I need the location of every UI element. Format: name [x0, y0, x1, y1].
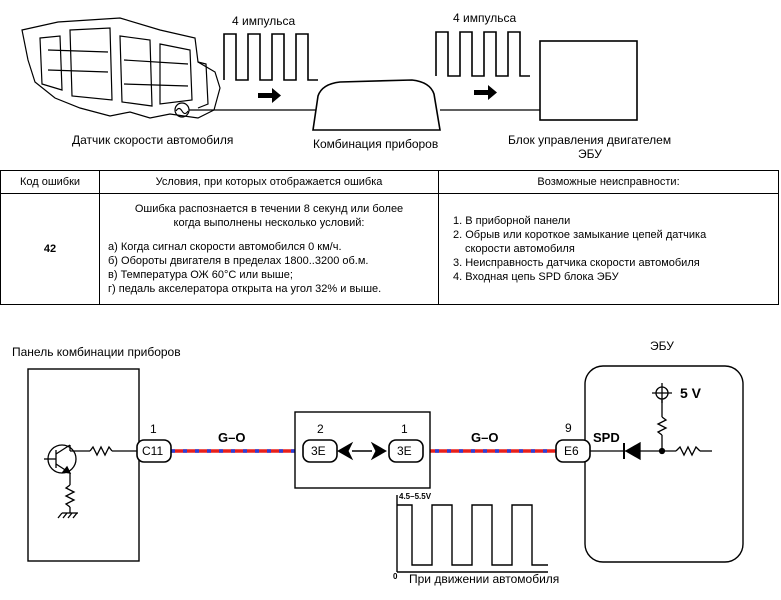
- causes-cell: 1. В приборной панели 2. Обрыв или корот…: [438, 193, 779, 305]
- pulse-train-right: [435, 31, 530, 77]
- pulses-left-label: 4 импульса: [232, 14, 296, 28]
- pin-number: 1: [150, 422, 157, 436]
- circuit-ecu-box: [584, 365, 744, 563]
- wire-color-label: G–O: [218, 430, 246, 445]
- cause-item: 1. В приборной панели: [453, 215, 571, 227]
- connector-c11-label: C11: [142, 444, 164, 458]
- cause-item: 2. Обрыв или короткое замыкание цепей да…: [453, 229, 707, 241]
- connector-join-icon: [336, 441, 388, 461]
- instrument-cluster-shape: [312, 79, 441, 131]
- ecu-label-line1: Блок управления двигателем: [508, 133, 672, 147]
- condition-intro-line: Ошибка распознается в течении 8 секунд и…: [134, 203, 404, 215]
- error-code: 42: [0, 193, 100, 305]
- condition-item: а) Когда сигнал скорости автомобился 0 к…: [108, 241, 342, 253]
- cause-item: 3. Неисправность датчика скорости автомо…: [453, 257, 700, 269]
- connector-3e-left-label: 3E: [311, 444, 326, 458]
- table-header-row: Код ошибки Условия, при которых отобража…: [0, 170, 779, 194]
- pin-number: 1: [401, 422, 408, 436]
- sensor-label: Датчик скорости автомобиля: [72, 133, 234, 147]
- condition-item: г) педаль акселератора открыта на угол 3…: [108, 283, 382, 295]
- cluster-label: Комбинация приборов: [313, 137, 439, 151]
- condition-item: б) Обороты двигателя в пределах 1800..32…: [108, 255, 369, 267]
- condition-item: в) Температура ОЖ 60°С или выше;: [108, 269, 293, 281]
- connector-e6-label: E6: [564, 444, 579, 458]
- pulses-right-label: 4 импульса: [453, 11, 517, 25]
- circuit-ecu-label: ЭБУ: [650, 339, 674, 353]
- wave-zero-label: 0: [393, 572, 398, 581]
- wire-color-label: G–O: [471, 430, 499, 445]
- table-row: 42 Ошибка распознается в течении 8 секун…: [0, 193, 779, 305]
- header-conditions: Условия, при которых отображается ошибка: [99, 170, 439, 194]
- error-code-table: Код ошибки Условия, при которых отобража…: [0, 170, 779, 305]
- instrument-panel-box: [27, 368, 140, 562]
- header-code: Код ошибки: [0, 170, 100, 194]
- wave-level-label: 4.5–5.5V: [399, 492, 432, 501]
- connector-3e-right-label: 3E: [397, 444, 412, 458]
- pin-number: 2: [317, 422, 324, 436]
- transmission-drawing: [21, 17, 221, 119]
- voltage-waveform: [396, 495, 548, 573]
- conditions-cell: Ошибка распознается в течении 8 секунд и…: [99, 193, 439, 305]
- arrow-right-icon: [474, 85, 497, 100]
- wave-caption: При движении автомобиля: [409, 572, 560, 586]
- arrow-right-icon: [258, 88, 281, 103]
- cause-item: 4. Входная цепь SPD блока ЭБУ: [453, 271, 619, 283]
- pin-number: 9: [565, 421, 572, 435]
- ecu-label-line2: ЭБУ: [578, 147, 602, 161]
- condition-intro-line: когда выполнены несколько условий:: [173, 217, 365, 229]
- voltage-label: 5 V: [680, 385, 702, 401]
- spd-label: SPD: [593, 430, 620, 445]
- pulse-train-left: [223, 33, 318, 81]
- ecu-box: [539, 40, 638, 121]
- cause-item: скорости автомобиля: [465, 243, 575, 255]
- overview-diagram: [21, 17, 638, 131]
- transistor-icon: [44, 444, 138, 519]
- panel-label: Панель комбинации приборов: [12, 345, 181, 359]
- header-causes: Возможные неисправности:: [438, 170, 779, 194]
